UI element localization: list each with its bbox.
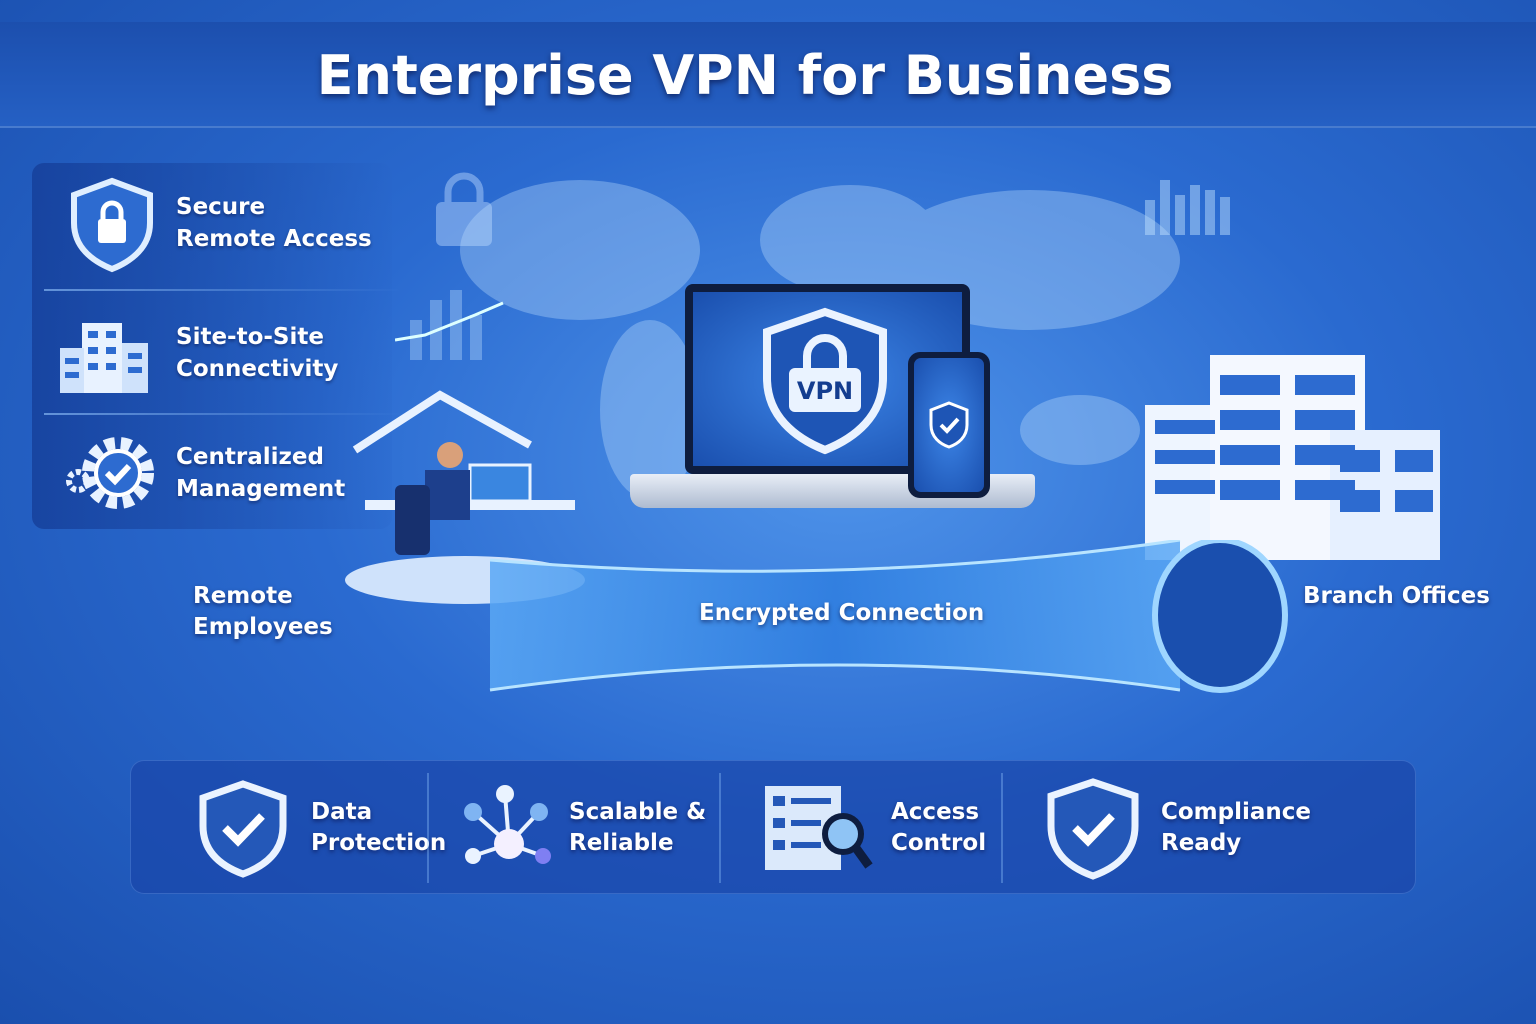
shield-check-icon bbox=[1047, 778, 1139, 880]
feature-centralized-management: Centralized Management bbox=[32, 413, 392, 533]
bar-chart-icon bbox=[1145, 180, 1230, 235]
feature-label: Site-to-Site Connectivity bbox=[176, 324, 339, 382]
feature-site-to-site: Site-to-Site Connectivity bbox=[32, 293, 392, 413]
feature-secure-remote-access: Secure Remote Access bbox=[32, 163, 392, 283]
padlock-icon bbox=[436, 172, 492, 246]
divider bbox=[719, 773, 721, 883]
growth-chart-icon bbox=[395, 290, 504, 360]
divider bbox=[427, 773, 429, 883]
gear-check-icon bbox=[66, 437, 154, 509]
benefit-label: Scalable & Reliable bbox=[569, 799, 707, 856]
branch-offices-label: Branch Offices bbox=[1303, 583, 1490, 609]
document-search-icon bbox=[765, 786, 873, 870]
divider bbox=[44, 289, 404, 291]
smartphone-illustration bbox=[908, 352, 990, 498]
divider bbox=[44, 413, 404, 415]
vpn-shield-icon bbox=[763, 307, 887, 455]
branch-office-buildings bbox=[1145, 355, 1440, 560]
title-band bbox=[0, 22, 1536, 128]
page-title: Enterprise VPN for Business bbox=[316, 44, 1174, 107]
benefit-access-control: Access Control bbox=[763, 761, 986, 895]
benefit-data-protection: Data Protection bbox=[193, 761, 446, 895]
benefits-panel: Data Protection Scalable & Reliable Acce… bbox=[130, 760, 1416, 894]
encrypted-connection-label: Encrypted Connection bbox=[699, 600, 985, 626]
feature-label: Centralized Management bbox=[176, 444, 346, 502]
feature-list-panel: Secure Remote Access Site-to-Site Connec… bbox=[32, 163, 404, 529]
benefit-compliance-ready: Compliance Ready bbox=[1043, 761, 1311, 895]
shield-check-icon bbox=[929, 401, 969, 449]
benefit-scalable-reliable: Scalable & Reliable bbox=[459, 761, 706, 895]
encrypted-tunnel bbox=[489, 540, 1288, 693]
office-building-icon bbox=[60, 323, 148, 393]
benefit-label: Access Control bbox=[891, 799, 987, 856]
shield-check-icon bbox=[199, 780, 287, 878]
network-nodes-icon bbox=[464, 785, 551, 864]
benefit-label: Compliance Ready bbox=[1161, 799, 1312, 856]
shield-lock-icon bbox=[71, 177, 153, 273]
benefit-label: Data Protection bbox=[311, 799, 447, 856]
remote-employees-label: Remote Employees bbox=[193, 583, 333, 640]
divider bbox=[1001, 773, 1003, 883]
feature-label: Secure Remote Access bbox=[176, 194, 372, 252]
vpn-badge-text: VPN bbox=[796, 377, 854, 405]
